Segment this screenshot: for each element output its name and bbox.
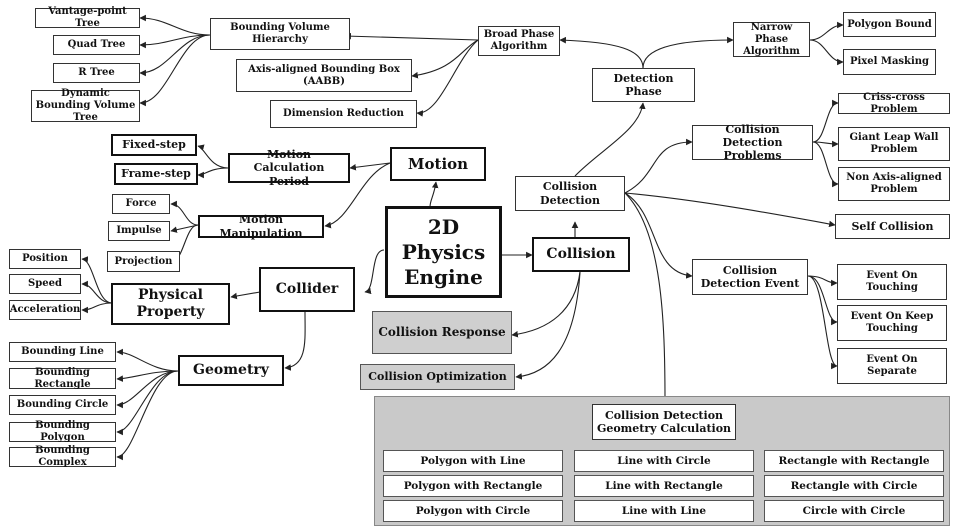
geometry-calc-cell: Line with Rectangle	[574, 475, 754, 497]
collision-detection-node: Collision Detection	[515, 176, 625, 211]
collision-node: Collision	[532, 237, 630, 272]
frame-step-node: Frame-step	[114, 163, 198, 185]
geometry-calculation-title: Collision Detection Geometry Calculation	[592, 404, 736, 440]
event-on-touching-node: Event On Touching	[837, 264, 947, 300]
geometry-calc-cell: Polygon with Line	[383, 450, 563, 472]
bounding-polygon-node: Bounding Polygon	[9, 420, 116, 443]
non-axis-aligned-problem-node: Non Axis-aligned Problem	[838, 167, 950, 201]
r-tree-node: R Tree	[53, 63, 140, 83]
acceleration-node: Acceleration	[9, 300, 81, 320]
force-node: Force	[112, 194, 170, 214]
collision-optimization-node: Collision Optimization	[360, 364, 515, 390]
motion-manipulation-node: Motion Manipulation	[198, 213, 324, 240]
geometry-calc-cell: Circle with Circle	[764, 500, 944, 522]
geometry-calc-cell: Polygon with Circle	[383, 500, 563, 522]
polygon-bound-node: Polygon Bound	[843, 12, 936, 37]
broad-phase-algorithm-node: Broad Phase Algorithm	[478, 26, 560, 56]
geometry-node: Geometry	[178, 355, 284, 386]
physical-property-node: Physical Property	[111, 283, 230, 325]
vantage-point-tree-node: Vantage-point Tree	[35, 6, 140, 29]
quad-tree-node: Quad Tree	[53, 35, 140, 55]
position-node: Position	[9, 249, 81, 269]
giant-leap-wall-problem-node: Giant Leap Wall Problem	[838, 127, 950, 161]
bounding-complex-node: Bounding Complex	[9, 445, 116, 468]
fixed-step-node: Fixed-step	[111, 134, 197, 156]
collider-node: Collider	[259, 267, 355, 312]
pixel-masking-node: Pixel Masking	[843, 49, 936, 75]
dimension-reduction-node: Dimension Reduction	[270, 100, 417, 128]
geometry-calc-cell: Line with Line	[574, 500, 754, 522]
collision-detection-event-node: Collision Detection Event	[692, 259, 808, 295]
geometry-calculation-panel: Collision Detection Geometry Calculation…	[374, 396, 950, 526]
detection-phase-node: Detection Phase	[592, 68, 695, 102]
motion-node: Motion	[390, 147, 486, 181]
collision-response-node: Collision Response	[372, 311, 512, 354]
impulse-node: Impulse	[108, 221, 170, 241]
bounding-circle-node: Bounding Circle	[9, 395, 116, 415]
narrow-phase-algorithm-node: Narrow Phase Algorithm	[733, 22, 810, 57]
self-collision-node: Self Collision	[835, 214, 950, 239]
geometry-calc-cell: Rectangle with Rectangle	[764, 450, 944, 472]
geometry-calc-cell: Rectangle with Circle	[764, 475, 944, 497]
geometry-calc-cell: Line with Circle	[574, 450, 754, 472]
motion-calculation-period-node: Motion Calculation Period	[228, 148, 350, 188]
projection-node: Projection	[107, 251, 180, 272]
event-on-keep-touching-node: Event On Keep Touching	[837, 305, 947, 341]
criss-cross-problem-node: Criss-cross Problem	[838, 92, 950, 115]
geometry-calc-cell: Polygon with Rectangle	[383, 475, 563, 497]
dynamic-bounding-volume-tree-node: Dynamic Bounding Volume Tree	[31, 88, 140, 123]
center-node: 2D Physics Engine	[385, 206, 502, 298]
bounding-volume-hierarchy-node: Bounding Volume Hierarchy	[210, 18, 350, 50]
bounding-line-node: Bounding Line	[9, 342, 116, 362]
collision-detection-problems-node: Collision Detection Problems	[692, 123, 813, 162]
speed-node: Speed	[9, 274, 81, 294]
event-on-separate-node: Event On Separate	[837, 348, 947, 384]
aabb-node: Axis-aligned Bounding Box (AABB)	[236, 59, 412, 92]
bounding-rectangle-node: Bounding Rectangle	[9, 367, 116, 390]
